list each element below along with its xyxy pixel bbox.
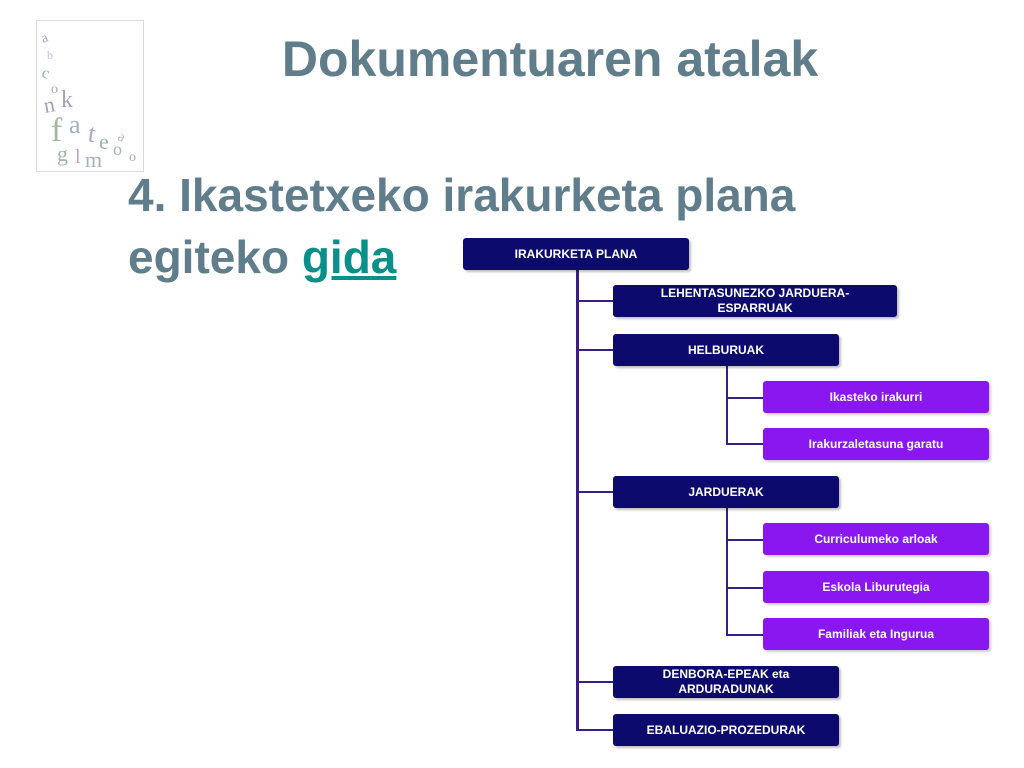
connector-to-branch-1 — [576, 300, 614, 302]
connector-to-eskola — [726, 587, 764, 589]
subtitle-line-2-prefix: egiteko — [128, 231, 302, 283]
subtitle: 4. Ikastetxeko irakurketa plana egiteko … — [128, 164, 795, 288]
connector-to-branch-2 — [576, 349, 614, 351]
connector-jarduerak-vertical — [726, 508, 728, 636]
page-title: Dokumentuaren atalak — [281, 31, 819, 87]
svg-text:o: o — [51, 82, 58, 97]
connector-trunk — [576, 270, 579, 730]
svg-text:k: k — [61, 87, 73, 113]
scattered-letters-logo-icon: a b c o n k f a t e o g l m a o — [39, 30, 136, 172]
svg-text:t: t — [86, 118, 99, 148]
connector-to-branch-3 — [576, 491, 614, 493]
connector-to-branch-5 — [576, 729, 614, 731]
svg-text:n: n — [42, 91, 57, 118]
node-jarduerak: JARDUERAK — [613, 476, 839, 508]
svg-text:f: f — [51, 112, 63, 149]
connector-to-irakurzaletasuna — [726, 443, 764, 445]
node-irakurzaletasuna-garatu: Irakurzaletasuna garatu — [763, 428, 989, 460]
svg-text:l: l — [75, 146, 81, 168]
svg-text:e: e — [99, 129, 109, 154]
svg-text:a: a — [69, 110, 81, 139]
node-ikasteko-irakurri: Ikasteko irakurri — [763, 381, 989, 413]
node-ebaluazio-prozedurak: EBALUAZIO-PROZEDURAK — [613, 714, 839, 746]
svg-text:a: a — [39, 30, 51, 46]
node-eskola-liburutegia: Eskola Liburutegia — [763, 571, 989, 603]
svg-text:g: g — [57, 141, 68, 166]
node-familiak-eta-ingurua: Familiak eta Ingurua — [763, 618, 989, 650]
subtitle-line-1: 4. Ikastetxeko irakurketa plana — [128, 169, 796, 221]
svg-text:c: c — [40, 64, 51, 82]
connector-to-curriculumeko — [726, 539, 764, 541]
svg-text:o: o — [129, 150, 136, 165]
node-lehentasunezko: LEHENTASUNEZKO JARDUERA-ESPARRUAK — [613, 285, 897, 317]
connector-helburuak-vertical — [726, 366, 728, 445]
node-denbora-epeak: DENBORA-EPEAK eta ARDURADUNAK — [613, 666, 839, 698]
svg-text:b: b — [47, 48, 53, 62]
connector-to-branch-4 — [576, 681, 614, 683]
connector-to-ikasteko — [726, 397, 764, 399]
node-root: IRAKURKETA PLANA — [463, 238, 689, 270]
svg-text:o: o — [113, 139, 122, 159]
subtitle-line-2: egiteko gida — [128, 226, 795, 288]
node-curriculumeko-arloak: Curriculumeko arloak — [763, 523, 989, 555]
guide-link[interactable]: gida — [301, 231, 397, 283]
logo: a b c o n k f a t e o g l m a o — [36, 20, 144, 172]
svg-text:m: m — [85, 147, 102, 172]
connector-to-familiak — [726, 634, 764, 636]
node-helburuak: HELBURUAK — [613, 334, 839, 366]
